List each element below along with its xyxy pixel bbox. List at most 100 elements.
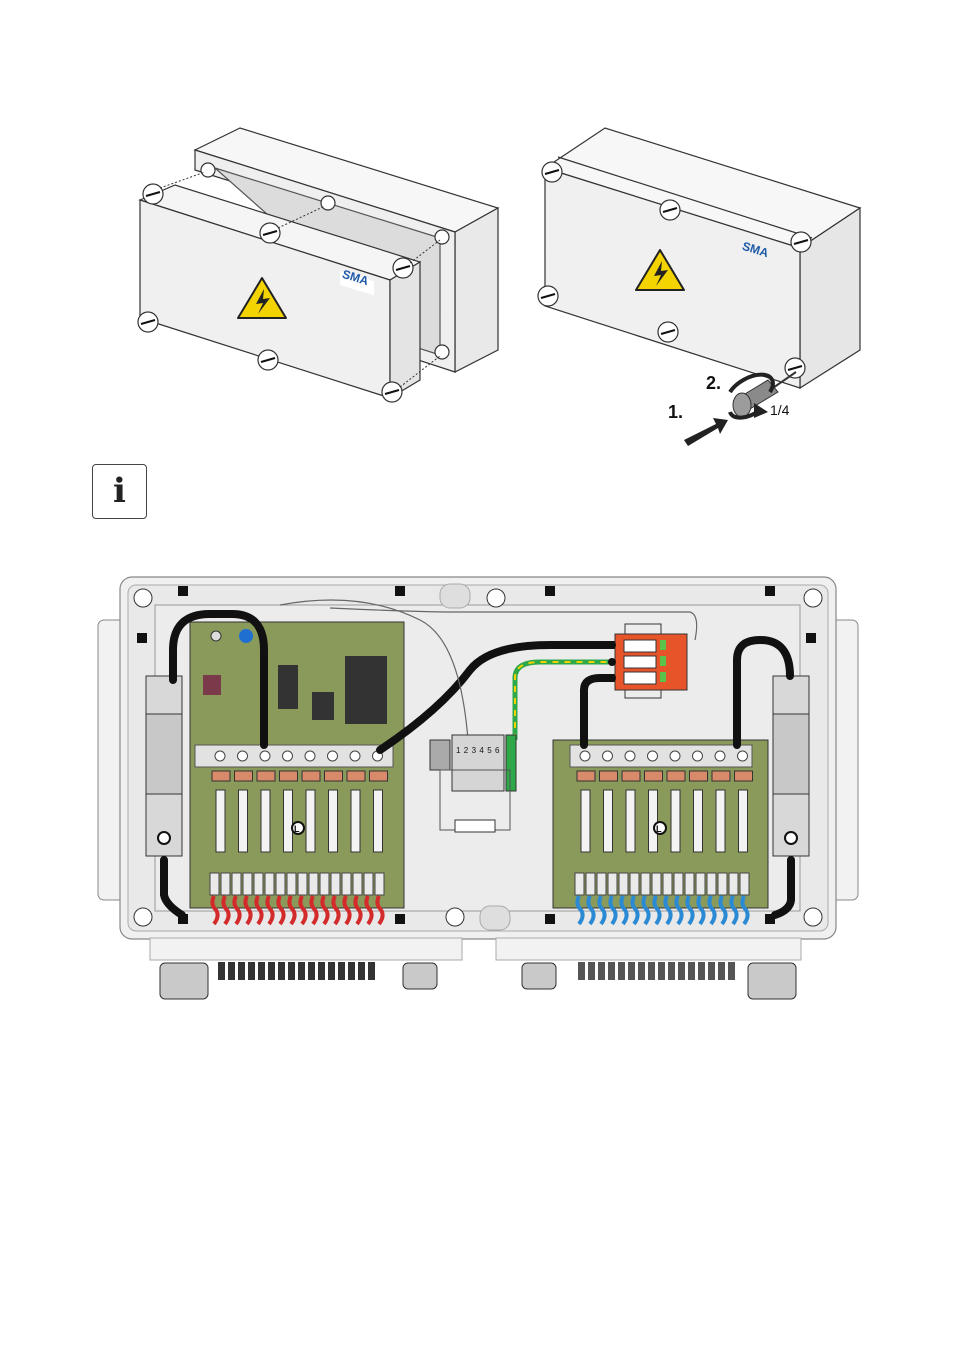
string-terminal [352,872,363,896]
string-terminal [330,872,341,896]
fuse-holders-right [574,750,753,896]
warning-icon [635,249,685,291]
fuse-holders-left [209,750,388,896]
connector [338,962,345,980]
string-terminal [286,872,297,896]
left-circuit-board [189,621,405,909]
connector [678,962,685,980]
terminal-block [429,734,517,833]
string-terminal [264,872,275,896]
fuse-holder-top [256,770,276,782]
board-left-label: L [294,824,300,834]
string-wire [265,895,275,926]
string-wire [331,895,341,926]
connector [618,962,625,980]
terminal-number: 5 [487,746,492,755]
push-arrow-icon [684,418,728,446]
string-wire [254,895,264,926]
fuse-holder-top [689,770,708,782]
string-wire [597,895,607,926]
string-wire [674,895,684,926]
fuse-holder-top [301,770,321,782]
busbar-screw [602,750,613,762]
string-wire [210,895,220,926]
busbar-screw [327,750,338,762]
sma-logo-left: SMA [340,267,374,296]
string-wire [309,895,319,926]
fuse [328,789,338,853]
terminal-number: 4 [479,746,484,755]
fuse [305,789,316,853]
connector [698,962,705,980]
string-terminal [297,872,308,896]
fuse [580,789,591,853]
string-wire [353,895,363,926]
connector [258,962,265,980]
busbar-screw [647,750,658,762]
connector [358,962,365,980]
string-wire [663,895,673,926]
connector [598,962,605,980]
string-terminal [717,872,728,896]
busbar-screw [737,750,748,762]
fuse [238,789,248,853]
warning-icon [237,277,287,319]
step-1-label: 1. [668,402,683,422]
string-terminal [728,872,739,896]
surge-protection-device [608,623,688,699]
fuse-holder-top [346,770,366,782]
fuse [603,789,613,853]
terminal-number: 3 [472,746,477,755]
connector [608,962,615,980]
string-terminal [220,872,231,896]
string-wire [375,895,385,926]
info-icon-glyph: i [113,471,126,511]
fuse-holder-top [211,770,231,782]
busbar-screw [304,750,316,762]
terminal-number: 1 [456,746,461,755]
string-terminal [253,872,264,896]
string-terminal [684,872,695,896]
connector [328,962,335,980]
connector [588,962,595,980]
rotation-label: 1/4 [770,402,790,418]
string-wires-blue [575,895,750,926]
fuse-holder-top [711,770,731,782]
fuse [670,789,681,853]
enclosure-opening-illustration: SMA SMA 1. 2. 1/4 [137,127,862,446]
connector [348,962,355,980]
string-terminal [739,872,750,896]
fuse [648,789,658,853]
connector [288,962,295,980]
connector [628,962,635,980]
connector [368,962,375,980]
string-terminal [341,872,352,896]
fuse-holder-top [369,770,388,782]
terminal-number: 6 [495,746,500,755]
string-wire [641,895,651,926]
string-wire [630,895,640,926]
string-terminal [673,872,684,896]
string-wire [707,895,717,926]
connector [298,962,305,980]
connector [718,962,725,980]
string-wire [685,895,695,926]
busbar-screw [237,750,248,762]
connector [318,962,325,980]
fuse-holder-top [644,770,663,782]
connector [228,962,235,980]
connector [708,962,715,980]
string-wire [718,895,728,926]
string-terminal [275,872,286,896]
closed-housing [543,127,862,390]
fuse [215,789,226,853]
connector [578,962,585,980]
string-terminal [607,872,618,896]
string-wire [740,895,750,926]
string-terminal [662,872,673,896]
busbar-screw [692,750,703,762]
step-2-label: 2. [706,373,721,393]
string-wire [575,895,585,926]
busbar-screw [669,750,681,762]
